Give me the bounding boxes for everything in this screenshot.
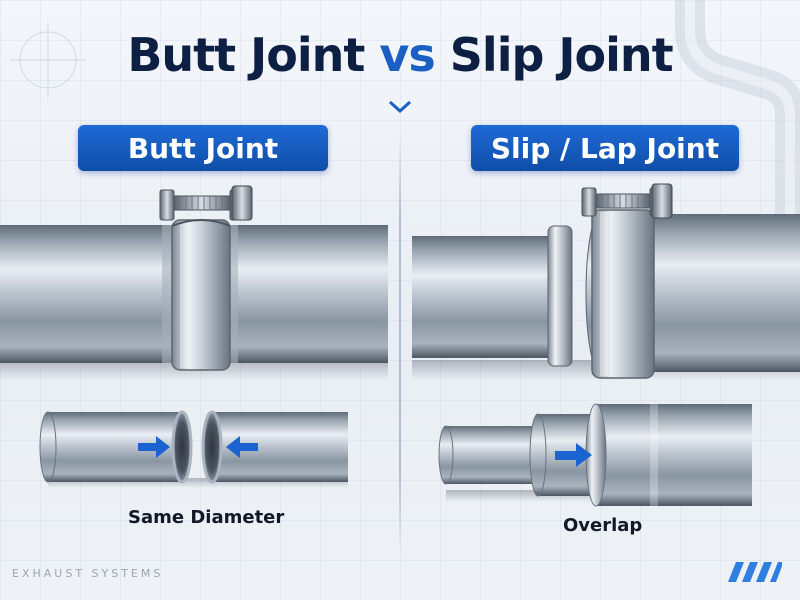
title-vs: vs (379, 28, 435, 82)
same-diameter-caption: Same Diameter (128, 507, 285, 528)
arrow-right-icon (138, 436, 170, 458)
title-part-2: Slip Joint (449, 28, 674, 82)
clamp-icon (159, 185, 253, 371)
slip-joint-label: Slip / Lap Joint (471, 125, 739, 171)
footer-brand-text: EXHAUST SYSTEMS (12, 567, 164, 580)
background-pipe-icon (675, 0, 800, 255)
panel-divider (399, 135, 401, 555)
arrow-left-icon (226, 436, 258, 458)
arrow-right-icon (555, 443, 592, 467)
butt-joint-label: Butt Joint (78, 125, 328, 171)
same-diameter-pipes (39, 410, 348, 488)
overlap-pipes (438, 403, 752, 507)
overlap-caption: Overlap (563, 515, 643, 536)
title-part-1: Butt Joint (127, 28, 365, 82)
chevron-down-icon (388, 100, 412, 114)
page-title: Butt Joint vs Slip Joint (0, 28, 800, 82)
crosshair-icon (10, 22, 86, 98)
clamp-icon (581, 183, 673, 379)
stripes-icon (728, 562, 782, 582)
